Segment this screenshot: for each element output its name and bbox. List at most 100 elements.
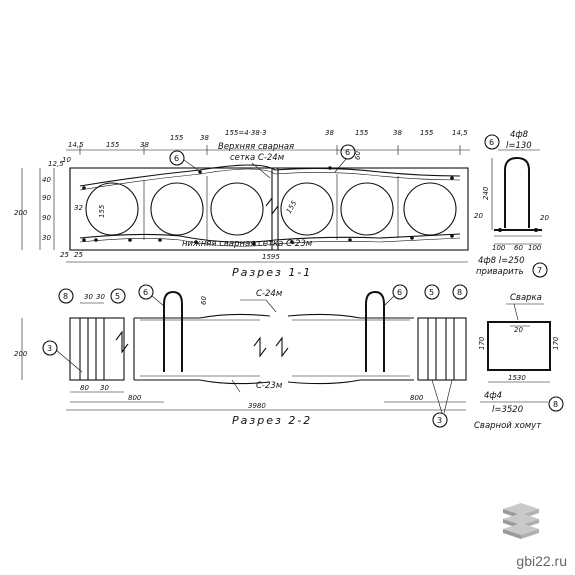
anchor-left: [163, 290, 183, 372]
detail8-width: 1530: [508, 374, 526, 382]
dim-top-10: 14,5: [452, 129, 468, 137]
svg-text:3: 3: [47, 344, 52, 353]
void-6: [403, 182, 457, 236]
s2-span-total: 3980: [248, 402, 266, 410]
detail7-note: приварить: [476, 267, 524, 277]
detail8-length: l=3520: [492, 405, 523, 415]
void-1: [85, 182, 139, 236]
detail8-height-l: 170: [478, 336, 486, 350]
svg-text:6: 6: [489, 138, 494, 147]
dim-top-2: 38: [140, 141, 149, 149]
s2-span-left: 800: [128, 394, 142, 402]
detail7-base-1: 60: [514, 244, 523, 252]
lower-mesh-line: [79, 233, 461, 243]
callout-6a: [169, 150, 185, 166]
dim-left-7: 30: [42, 234, 51, 242]
dim-bot-2: 1595: [262, 253, 280, 261]
s2-dim-top-0: 30: [84, 293, 93, 301]
callout-6b: [340, 144, 356, 160]
dim-bot-1: 25: [74, 251, 83, 259]
callout-8-right: [452, 284, 468, 300]
callout-6-left: [138, 284, 154, 300]
dim-top-5: 155=4·38·3: [225, 129, 267, 137]
dim-left-5: 200: [14, 209, 28, 217]
detail7-base-0: 100: [492, 244, 506, 252]
detail8-note: Сварка: [510, 293, 542, 303]
s2-bottom-mesh: С-23м: [256, 381, 283, 391]
s2-height2: 60: [200, 296, 208, 305]
dim-top-8: 38: [393, 129, 402, 137]
dim-left-2: 40: [42, 176, 51, 184]
callout-5-left: [110, 288, 126, 304]
dim-top-9: 155: [420, 129, 434, 137]
lower-mesh-label: нижняя сварная сетка С-23м: [182, 239, 313, 249]
callout-8-left: [58, 288, 74, 304]
dim-inner-3: 60: [354, 151, 362, 160]
detail8-spec: 4ф4: [484, 391, 502, 401]
dim-top-1: 155: [106, 141, 120, 149]
anchor-bar: [504, 156, 530, 228]
anchor-right: [365, 290, 385, 372]
detail7-base-2: 100: [528, 244, 542, 252]
callout-6-detail: [484, 134, 500, 150]
detail7-spec: 4ф8: [510, 130, 529, 140]
upper-mesh-line: [79, 164, 461, 187]
section-2-2: 6 60 6 С-24м С-23м 8 5 3 30: [14, 284, 468, 428]
s2-bot-left-1: 30: [100, 384, 109, 392]
callout-6-right: [392, 284, 408, 300]
detail8-height-r: 170: [552, 336, 560, 350]
callout-8: [548, 396, 564, 412]
upper-mesh-label-2: сетка С-24м: [230, 153, 285, 163]
dim-left-6: 32: [74, 204, 83, 212]
dim-inner-0: 155: [98, 204, 106, 218]
svg-text:8: 8: [457, 288, 462, 297]
detail8-caption: Сварной хомут: [474, 421, 542, 431]
void-5: [340, 182, 394, 236]
section-1-title: Разрез 1-1: [232, 266, 312, 279]
dim-left-4: 90: [42, 214, 51, 222]
dim-top-6: 38: [325, 129, 334, 137]
section-2-title: Разрез 2-2: [232, 414, 312, 427]
s2-dim-top-1: 30: [96, 293, 105, 301]
svg-text:3: 3: [437, 416, 442, 425]
detail7-height: 240: [482, 186, 490, 200]
dim-top-0: 14,5: [68, 141, 84, 149]
void-4: [280, 182, 334, 236]
svg-text:5: 5: [429, 288, 434, 297]
dim-left-1: 10: [62, 156, 71, 164]
void-2: [150, 182, 204, 236]
s2-height: 200: [14, 350, 28, 358]
svg-text:6: 6: [345, 148, 350, 157]
callout-5-right: [424, 284, 440, 300]
s2-top-mesh: С-24м: [256, 289, 283, 299]
dim-inner-2: 20: [474, 212, 483, 220]
svg-text:7: 7: [537, 266, 542, 275]
svg-text:5: 5: [115, 292, 120, 301]
s2-bot-left-0: 80: [80, 384, 89, 392]
dim-inner-1: 155: [285, 199, 299, 215]
slab-outline-1: [69, 167, 469, 251]
svg-text:8: 8: [553, 400, 558, 409]
section-1-1: 14,5 155 38 155 38 155=4·38·3 38 155 38 …: [14, 129, 483, 279]
callout-3-right: [432, 412, 448, 428]
void-3: [210, 182, 264, 236]
svg-text:6: 6: [397, 288, 402, 297]
brand-logo-icon: [503, 503, 539, 539]
dim-top-4: 38: [200, 134, 209, 142]
s2-span-right: 800: [410, 394, 424, 402]
end-block-right: [417, 317, 467, 381]
dim-left-0: 12,5: [48, 160, 64, 168]
svg-text:8: 8: [63, 292, 68, 301]
dim-bot-0: 25: [60, 251, 69, 259]
detail7-spacing: l=130: [506, 141, 532, 151]
dim-top-7: 155: [355, 129, 369, 137]
svg-text:6: 6: [143, 288, 148, 297]
detail7-right: 20: [540, 214, 549, 222]
upper-mesh-label: Верхняя сварная: [218, 142, 294, 152]
dim-top-3: 155: [170, 134, 184, 142]
brand-site[interactable]: gbi22.ru: [516, 553, 567, 569]
detail8-inner: 20: [514, 326, 523, 334]
callout-3-left: [42, 340, 58, 356]
detail-8: Сварка 20 170 170 1530 4ф4 l=3520 8 Свар…: [474, 293, 564, 431]
